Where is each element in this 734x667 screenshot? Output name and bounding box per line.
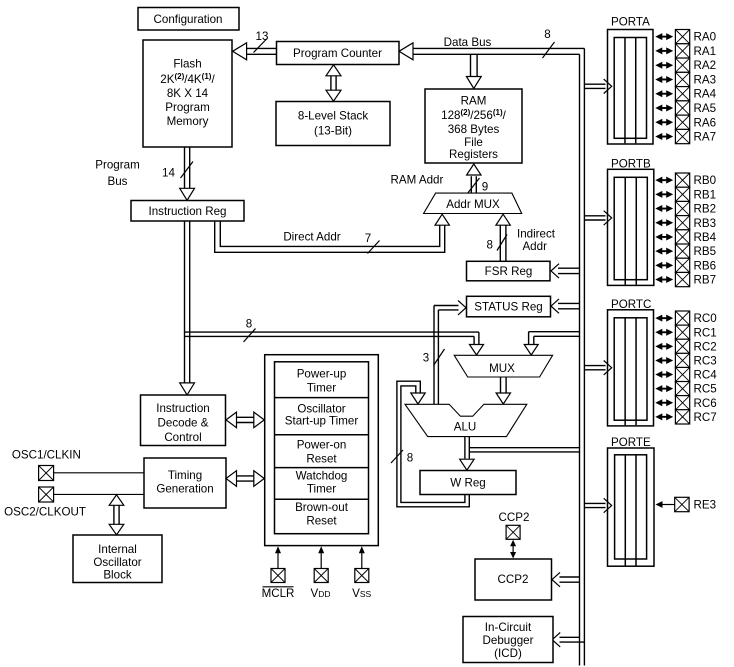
svg-text:Direct Addr: Direct Addr: [283, 231, 340, 244]
svg-text:RC5: RC5: [694, 383, 717, 396]
svg-text:STATUS Reg: STATUS Reg: [474, 301, 543, 314]
svg-text:Registers: Registers: [449, 148, 498, 161]
svg-text:RC1: RC1: [694, 326, 717, 339]
svg-text:14: 14: [162, 167, 175, 180]
svg-text:RB6: RB6: [694, 259, 717, 272]
svg-text:Oscillator: Oscillator: [297, 403, 345, 416]
svg-text:8-Level Stack: 8-Level Stack: [298, 110, 368, 123]
svg-text:Configuration: Configuration: [154, 13, 223, 26]
svg-text:Program Counter: Program Counter: [293, 47, 382, 60]
svg-text:Flash: Flash: [173, 58, 201, 71]
svg-text:Timer: Timer: [307, 483, 336, 496]
svg-text:RC3: RC3: [694, 354, 717, 367]
svg-text:CCP2: CCP2: [499, 511, 530, 524]
svg-text:In-Circuit: In-Circuit: [485, 621, 532, 634]
svg-text:File: File: [464, 136, 483, 149]
svg-text:Addr MUX: Addr MUX: [446, 198, 500, 211]
svg-text:(13-Bit): (13-Bit): [314, 125, 352, 138]
svg-text:PORTE: PORTE: [611, 436, 651, 449]
svg-text:13: 13: [256, 30, 269, 43]
svg-text:8: 8: [544, 28, 550, 41]
svg-text:RAM Addr: RAM Addr: [391, 174, 444, 187]
svg-text:OSC1/CLKIN: OSC1/CLKIN: [12, 449, 81, 462]
svg-text:3: 3: [423, 352, 429, 365]
svg-text:RC6: RC6: [694, 397, 717, 410]
svg-text:Bus: Bus: [108, 175, 128, 188]
svg-text:MCLR: MCLR: [262, 587, 295, 600]
svg-text:Generation: Generation: [156, 483, 213, 496]
svg-text:RA4: RA4: [694, 88, 717, 101]
svg-text:Decode &: Decode &: [158, 417, 209, 430]
svg-text:Debugger: Debugger: [483, 634, 534, 647]
svg-text:8: 8: [407, 452, 413, 465]
svg-text:Timer: Timer: [307, 382, 336, 395]
svg-text:Oscillator: Oscillator: [93, 556, 141, 569]
svg-text:Power-on: Power-on: [297, 439, 347, 452]
svg-text:2K(2)/4K(1)/: 2K(2)/4K(1)/: [160, 72, 215, 86]
svg-text:RA6: RA6: [694, 116, 717, 129]
svg-text:RB3: RB3: [694, 217, 717, 230]
svg-text:Instruction Reg: Instruction Reg: [149, 205, 227, 218]
svg-text:OSC2/CLKOUT: OSC2/CLKOUT: [4, 506, 86, 519]
svg-text:8: 8: [246, 318, 252, 331]
svg-text:FSR Reg: FSR Reg: [485, 265, 533, 278]
svg-text:RB4: RB4: [694, 231, 717, 244]
svg-text:ALU: ALU: [454, 421, 477, 434]
svg-text:RAM: RAM: [461, 95, 487, 108]
svg-text:8K X 14: 8K X 14: [167, 87, 209, 100]
svg-text:Timing: Timing: [168, 469, 202, 482]
svg-text:RA2: RA2: [694, 59, 717, 72]
svg-text:RC0: RC0: [694, 312, 717, 325]
svg-text:Program: Program: [165, 101, 209, 114]
svg-text:RC4: RC4: [694, 369, 718, 382]
svg-text:Power-up: Power-up: [297, 368, 347, 381]
svg-text:RA5: RA5: [694, 102, 717, 115]
svg-text:Reset: Reset: [306, 453, 337, 466]
svg-text:Indirect: Indirect: [517, 228, 556, 241]
svg-text:RB0: RB0: [694, 174, 717, 187]
svg-text:Start-up Timer: Start-up Timer: [285, 415, 359, 428]
svg-text:RE3: RE3: [694, 499, 717, 512]
svg-text:RA1: RA1: [694, 45, 717, 58]
svg-text:(ICD): (ICD): [494, 647, 522, 660]
svg-text:RB2: RB2: [694, 203, 717, 216]
svg-text:Control: Control: [164, 431, 201, 444]
svg-text:MUX: MUX: [489, 362, 515, 375]
svg-text:W Reg: W Reg: [450, 477, 485, 490]
svg-text:Block: Block: [103, 569, 132, 582]
svg-text:RC7: RC7: [694, 411, 717, 424]
svg-text:RB5: RB5: [694, 245, 717, 258]
svg-text:Data Bus: Data Bus: [444, 36, 492, 49]
svg-text:PORTC: PORTC: [611, 298, 651, 311]
svg-text:Watchdog: Watchdog: [296, 470, 348, 483]
svg-text:RA0: RA0: [694, 31, 717, 44]
svg-text:9: 9: [482, 181, 488, 194]
svg-text:368 Bytes: 368 Bytes: [448, 123, 500, 136]
svg-text:PORTB: PORTB: [611, 158, 651, 171]
svg-text:Internal: Internal: [98, 543, 137, 556]
svg-text:PORTA: PORTA: [611, 16, 650, 29]
svg-text:RA3: RA3: [694, 73, 717, 86]
svg-text:Brown-out: Brown-out: [295, 501, 349, 514]
svg-text:7: 7: [365, 232, 371, 245]
svg-text:CCP2: CCP2: [498, 573, 529, 586]
svg-text:VDD: VDD: [310, 587, 330, 600]
svg-text:RB7: RB7: [694, 274, 717, 287]
svg-text:RA7: RA7: [694, 131, 717, 144]
svg-text:128(2)/256(1)/: 128(2)/256(1)/: [441, 108, 506, 122]
svg-text:Addr: Addr: [522, 240, 547, 253]
svg-text:Reset: Reset: [306, 515, 337, 528]
svg-text:RC2: RC2: [694, 340, 717, 353]
svg-text:RB1: RB1: [694, 188, 717, 201]
svg-text:Program: Program: [95, 159, 139, 172]
svg-text:8: 8: [486, 239, 492, 252]
svg-text:Instruction: Instruction: [156, 402, 210, 415]
svg-text:VSS: VSS: [352, 587, 371, 600]
svg-text:Memory: Memory: [167, 115, 209, 128]
